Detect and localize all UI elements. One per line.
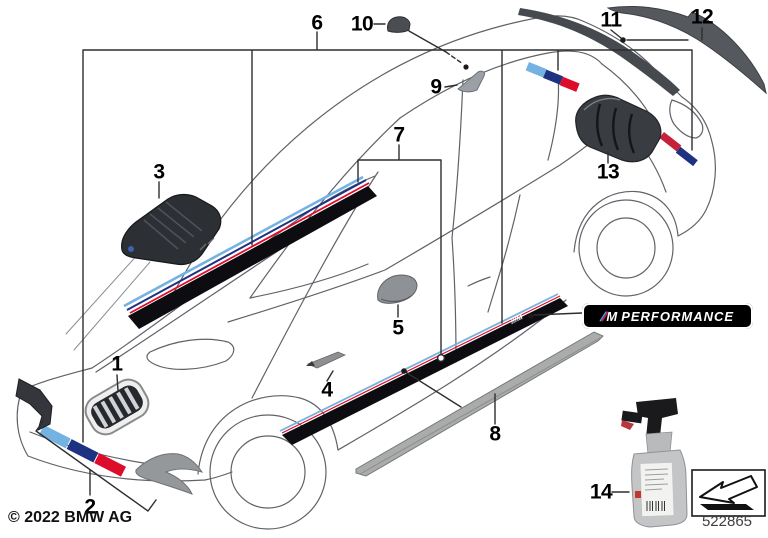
front-bumper-stripe-decal[interactable] (39, 425, 126, 477)
callout-5[interactable]: 5 (392, 316, 404, 340)
m-performance-badge: / / / M PERFORMANCE (582, 303, 753, 329)
callout-1[interactable]: 1 (111, 352, 123, 376)
car-body-wireframe (16, 15, 716, 530)
front-splitter-part[interactable] (15, 378, 53, 431)
callout-8[interactable]: 8 (489, 422, 501, 446)
callout-leader-lines (35, 23, 703, 512)
cpillar-stripe-decal[interactable] (525, 62, 580, 92)
roof-antenna-cover-part[interactable] (387, 16, 411, 33)
hood-stripe-decal[interactable] (123, 175, 377, 329)
badge-m-letter: M (606, 308, 618, 324)
shark-fin-antenna-part[interactable] (457, 70, 485, 93)
side-skirt-part[interactable] (355, 331, 604, 477)
direction-arrow-icon (691, 469, 766, 517)
fender-trim-part[interactable] (306, 351, 346, 369)
engine-cover-part[interactable] (121, 193, 222, 266)
callout-14[interactable]: 14 (589, 480, 613, 504)
callout-3[interactable]: 3 (153, 160, 165, 184)
rear-diffuser-part[interactable] (575, 94, 662, 163)
mirror-cap-part[interactable] (377, 274, 418, 304)
diagram-number: 522865 (701, 513, 753, 530)
side-sill-stripe-decal[interactable]: ///M (279, 293, 568, 445)
callout-13[interactable]: 13 (596, 160, 620, 184)
rear-bumper-stripe-decal[interactable] (658, 132, 698, 167)
callout-6[interactable]: 6 (311, 11, 323, 35)
callout-2[interactable]: 2 (84, 495, 96, 519)
badge-text: PERFORMANCE (621, 308, 735, 324)
leader-dots (401, 37, 626, 374)
trunk-spoiler-part[interactable] (606, 5, 767, 95)
callout-10[interactable]: 10 (350, 12, 374, 36)
trunk-spoiler-mounted-part[interactable] (518, 8, 680, 96)
callout-12[interactable]: 12 (690, 5, 714, 29)
callout-11[interactable]: 11 (600, 8, 622, 32)
spray-bottle-part[interactable] (621, 398, 688, 528)
callout-4[interactable]: 4 (321, 378, 333, 402)
front-winglet-part[interactable] (135, 453, 204, 495)
copyright-text: © 2022 BMW AG (8, 509, 133, 526)
front-grille-part[interactable] (80, 374, 154, 440)
callout-9[interactable]: 9 (430, 75, 442, 99)
callout-7[interactable]: 7 (393, 123, 405, 147)
